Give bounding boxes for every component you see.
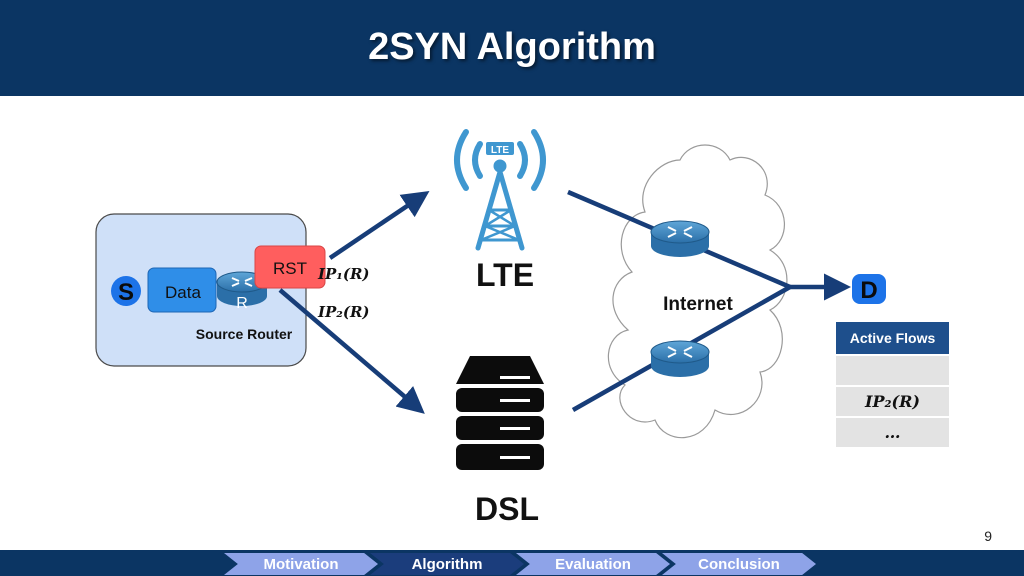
- internet-router-top-icon: [650, 220, 710, 257]
- source-node-label: S: [118, 279, 134, 306]
- internet-router-bottom-icon: [650, 340, 710, 377]
- slide-title: 2SYN Algorithm: [368, 26, 656, 68]
- active-flows-row: IP₂(R): [836, 387, 949, 416]
- ip2-label: IP₂(R): [317, 303, 370, 321]
- router-label: R: [236, 295, 248, 312]
- active-flows-row: [836, 356, 949, 385]
- source-node: [111, 276, 141, 306]
- destination-node: [852, 274, 886, 304]
- source-router-icon: [216, 271, 268, 306]
- lte-badge: LTE: [491, 145, 509, 156]
- lte-badge-bg: [486, 142, 514, 155]
- data-label: Data: [165, 283, 201, 302]
- dsl-server-icon: [456, 356, 544, 470]
- nav-algorithm[interactable]: Algorithm: [370, 553, 524, 575]
- dsl-label: DSL: [475, 491, 539, 527]
- page-number: 9: [984, 528, 992, 544]
- slide-header: [0, 0, 1024, 96]
- arrow-to-dsl: [278, 288, 425, 414]
- active-flows-row: …: [836, 418, 949, 447]
- internet-cloud: [607, 144, 788, 439]
- lte-tower-icon: [454, 129, 546, 251]
- internet-label: Internet: [663, 294, 733, 315]
- arrow-to-lte: [328, 190, 430, 260]
- rst-box: [254, 245, 326, 289]
- nav-motivation[interactable]: Motivation: [224, 553, 378, 575]
- active-flows-header: Active Flows: [836, 322, 949, 354]
- ip1-label: IP₁(R): [317, 265, 370, 283]
- lte-label: LTE: [476, 257, 534, 293]
- data-box: [147, 267, 217, 313]
- nav-conclusion[interactable]: Conclusion: [662, 553, 816, 575]
- source-router-label: Source Router: [196, 326, 293, 342]
- rst-label: RST: [273, 259, 307, 278]
- nav-evaluation[interactable]: Evaluation: [516, 553, 670, 575]
- destination-node-label: D: [860, 277, 877, 304]
